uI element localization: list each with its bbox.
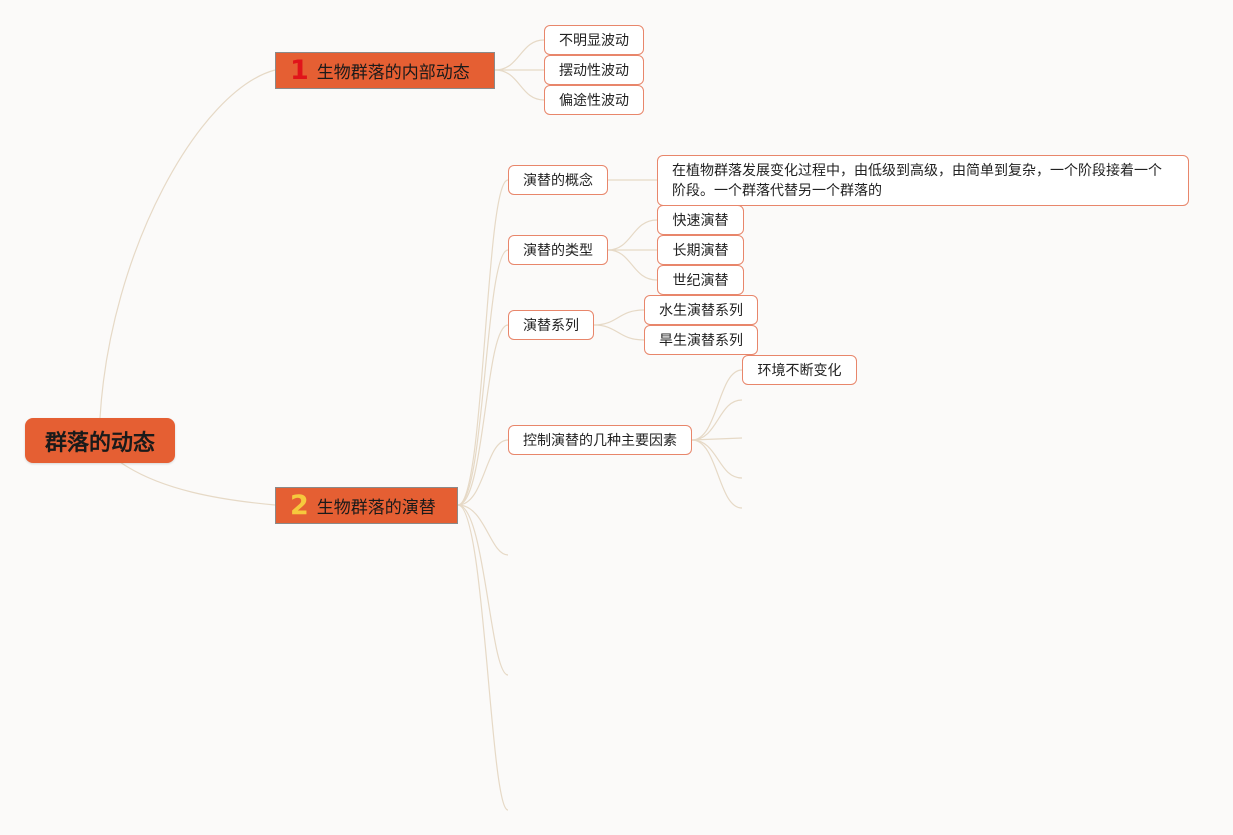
connector-types-c3: [607, 249, 658, 281]
topic-succession-factors[interactable]: 控制演替的几种主要因素: [508, 425, 692, 455]
number-2-icon: 2: [290, 490, 309, 521]
topic-label: 水生演替系列: [659, 303, 743, 319]
branch-succession[interactable]: 2 生物群落的演替: [275, 487, 458, 524]
connector-b2-factors: [457, 439, 509, 506]
connector-factors-e1: [691, 399, 743, 441]
connector-types-c1: [607, 219, 658, 251]
root-topic-label: 群落的动态: [44, 430, 155, 456]
topic-label: 控制演替的几种主要因素: [523, 433, 677, 449]
connector-b2-empty1: [457, 504, 509, 556]
connector-factors-e4: [691, 439, 743, 509]
topic-factor-1[interactable]: 环境不断变化: [742, 355, 857, 385]
topic-label: 摆动性波动: [559, 63, 629, 79]
topic-label: 长期演替: [672, 243, 729, 259]
topic-label: 快速演替: [672, 213, 729, 229]
topic-fluctuation-1[interactable]: 不明显波动: [544, 25, 644, 55]
connector-root-branch1: [99, 69, 276, 419]
topic-series-2[interactable]: 旱生演替系列: [644, 325, 758, 355]
connector-factors-e2: [691, 437, 743, 441]
connector-b2-empty2: [457, 504, 509, 676]
topic-label: 偏途性波动: [559, 93, 629, 109]
topic-label: 世纪演替: [672, 273, 729, 289]
topic-type-1[interactable]: 快速演替: [657, 205, 744, 235]
connector-b2-series: [457, 324, 509, 506]
branch-succession-label: 生物群落的演替: [316, 498, 436, 518]
topic-series-1[interactable]: 水生演替系列: [644, 295, 758, 325]
topic-type-2[interactable]: 长期演替: [657, 235, 744, 265]
root-topic[interactable]: 群落的动态: [25, 418, 175, 463]
connector-b1-child1: [494, 39, 545, 71]
connector-b1-child3: [494, 69, 545, 101]
connector-series-c2: [593, 324, 645, 341]
branch-internal-dynamics-label: 生物群落的内部动态: [316, 63, 470, 83]
topic-fluctuation-2[interactable]: 摆动性波动: [544, 55, 644, 85]
topic-succession-concept[interactable]: 演替的概念: [508, 165, 608, 195]
topic-label: 演替的概念: [523, 173, 593, 189]
topic-label: 不明显波动: [559, 33, 629, 49]
topic-fluctuation-3[interactable]: 偏途性波动: [544, 85, 644, 115]
connector-series-c1: [593, 309, 645, 326]
number-1-icon: 1: [290, 55, 309, 86]
connector-factors-c1: [691, 369, 743, 441]
connector-root-branch2: [119, 461, 276, 506]
branch-internal-dynamics[interactable]: 1 生物群落的内部动态: [275, 52, 495, 89]
topic-type-3[interactable]: 世纪演替: [657, 265, 744, 295]
connector-b2-concept: [457, 179, 509, 506]
topic-succession-types[interactable]: 演替的类型: [508, 235, 608, 265]
connector-b2-types: [457, 249, 509, 506]
topic-label: 旱生演替系列: [659, 333, 743, 349]
connector-factors-e3: [691, 439, 743, 479]
topic-label: 演替的类型: [523, 243, 593, 259]
topic-label: 在植物群落发展变化过程中，由低级到高级，由简单到复杂，一个阶段接着一个阶段。一个…: [672, 163, 1162, 199]
topic-label: 环境不断变化: [757, 363, 842, 379]
topic-label: 演替系列: [523, 318, 579, 334]
connector-b2-empty3: [457, 504, 509, 811]
topic-concept-description[interactable]: 在植物群落发展变化过程中，由低级到高级，由简单到复杂，一个阶段接着一个阶段。一个…: [657, 155, 1189, 206]
topic-succession-series[interactable]: 演替系列: [508, 310, 594, 340]
